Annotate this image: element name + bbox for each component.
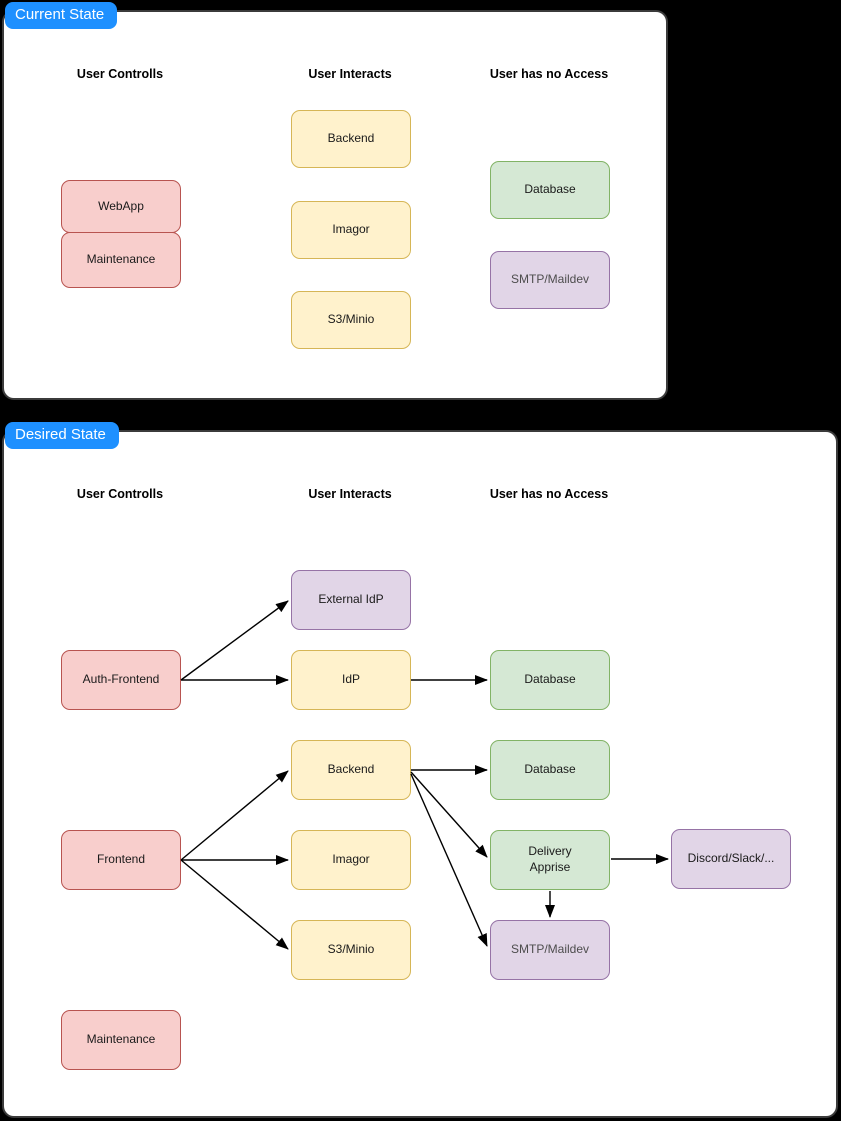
column-header-user-controlls: User Controlls — [76, 487, 164, 501]
column-header-user-interacts: User Interacts — [308, 487, 392, 501]
node-delivery-apprise[interactable]: Delivery Apprise — [490, 830, 610, 890]
node-smtp-maildev[interactable]: SMTP/Maildev — [490, 251, 610, 309]
column-header-user-controlls: User Controlls — [76, 67, 164, 81]
node-s3-minio[interactable]: S3/Minio — [291, 291, 411, 349]
column-header-user-interacts: User Interacts — [308, 67, 392, 81]
node-external-idp[interactable]: External IdP — [291, 570, 411, 630]
node-maintenance[interactable]: Maintenance — [61, 1010, 181, 1070]
node-frontend[interactable]: Frontend — [61, 830, 181, 890]
node-database-backend[interactable]: Database — [490, 740, 610, 800]
node-idp[interactable]: IdP — [291, 650, 411, 710]
node-imagor[interactable]: Imagor — [291, 201, 411, 259]
node-webapp[interactable]: WebApp — [61, 180, 181, 233]
node-smtp-maildev[interactable]: SMTP/Maildev — [490, 920, 610, 980]
current-state-label[interactable]: Current State — [5, 2, 118, 29]
node-database[interactable]: Database — [490, 161, 610, 219]
node-maintenance[interactable]: Maintenance — [61, 232, 181, 288]
node-auth-frontend[interactable]: Auth-Frontend — [61, 650, 181, 710]
node-database-idp[interactable]: Database — [490, 650, 610, 710]
node-imagor[interactable]: Imagor — [291, 830, 411, 890]
node-backend[interactable]: Backend — [291, 740, 411, 800]
node-discord-slack[interactable]: Discord/Slack/... — [671, 829, 791, 889]
node-backend[interactable]: Backend — [291, 110, 411, 168]
column-header-user-has-no-access: User has no Access — [489, 67, 609, 81]
column-header-user-has-no-access: User has no Access — [489, 487, 609, 501]
node-s3-minio[interactable]: S3/Minio — [291, 920, 411, 980]
desired-state-label[interactable]: Desired State — [5, 422, 119, 449]
